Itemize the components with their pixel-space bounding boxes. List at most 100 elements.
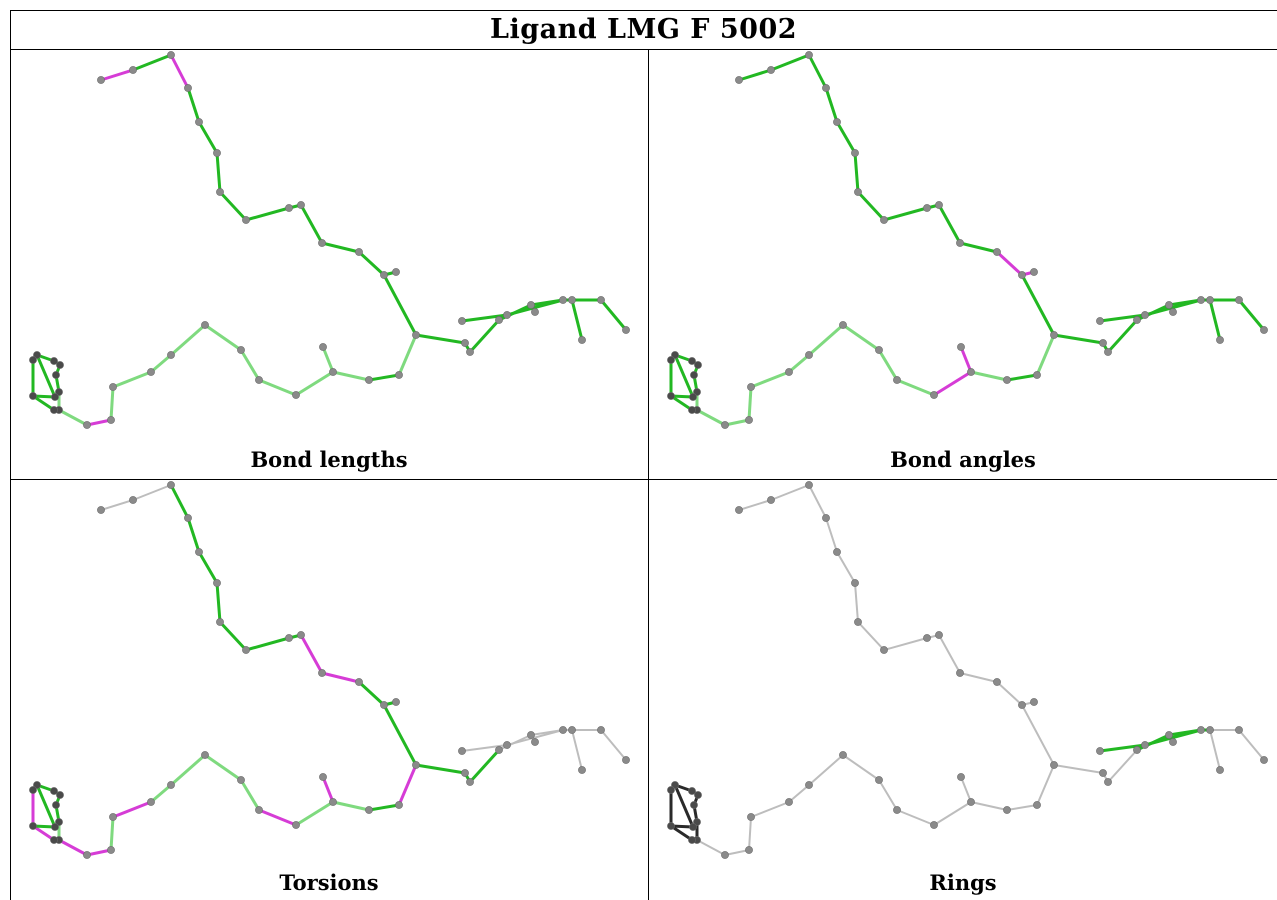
bond bbox=[571, 729, 583, 771]
atom bbox=[237, 776, 245, 784]
atom bbox=[1216, 336, 1224, 344]
atom bbox=[50, 787, 58, 795]
bond bbox=[1209, 729, 1221, 771]
bond bbox=[1143, 728, 1203, 747]
atom bbox=[1096, 747, 1104, 755]
bond bbox=[695, 408, 727, 427]
bond bbox=[1098, 743, 1147, 753]
atom bbox=[1033, 371, 1041, 379]
bond bbox=[1208, 298, 1222, 342]
atom bbox=[83, 421, 91, 429]
atom bbox=[395, 371, 403, 379]
atom bbox=[461, 769, 469, 777]
atom bbox=[329, 368, 337, 376]
bond bbox=[1036, 764, 1055, 806]
atom bbox=[559, 726, 567, 734]
atom bbox=[1104, 778, 1112, 786]
atom bbox=[1165, 731, 1173, 739]
row-divider bbox=[10, 479, 1277, 480]
atom bbox=[412, 331, 420, 339]
atom bbox=[893, 376, 901, 384]
bond bbox=[807, 53, 828, 90]
atom bbox=[466, 778, 474, 786]
atom bbox=[568, 296, 576, 304]
atom bbox=[568, 726, 576, 734]
bond bbox=[673, 353, 695, 399]
panel-rings bbox=[649, 480, 1277, 870]
atom bbox=[167, 781, 175, 789]
bond bbox=[748, 816, 752, 851]
atom bbox=[1216, 766, 1224, 774]
atom bbox=[83, 851, 91, 859]
atom bbox=[1260, 756, 1268, 764]
title-divider bbox=[10, 49, 1277, 50]
bond bbox=[882, 206, 929, 222]
bond bbox=[197, 120, 219, 155]
bond bbox=[969, 370, 1009, 382]
atom bbox=[694, 791, 702, 799]
bond bbox=[1006, 804, 1038, 811]
bond bbox=[938, 634, 961, 674]
atom bbox=[822, 514, 830, 522]
atom bbox=[29, 786, 37, 794]
atom bbox=[458, 747, 466, 755]
bond bbox=[836, 551, 856, 584]
atom bbox=[745, 846, 753, 854]
atom bbox=[109, 813, 117, 821]
bond bbox=[1053, 764, 1104, 774]
atom bbox=[107, 416, 115, 424]
bond bbox=[788, 784, 810, 803]
atom bbox=[56, 361, 64, 369]
bond bbox=[239, 348, 261, 382]
atom bbox=[805, 51, 813, 59]
bond bbox=[769, 53, 811, 72]
atom bbox=[201, 751, 209, 759]
atom bbox=[50, 836, 58, 844]
bond bbox=[468, 748, 501, 784]
bond bbox=[787, 353, 811, 374]
atom bbox=[52, 801, 60, 809]
bond bbox=[109, 815, 115, 852]
bond bbox=[31, 394, 56, 412]
bond bbox=[99, 68, 135, 82]
bond bbox=[505, 298, 565, 317]
atom bbox=[689, 823, 697, 831]
bond bbox=[841, 323, 881, 352]
molecule-bond-lengths bbox=[29, 51, 630, 429]
atom bbox=[957, 343, 965, 351]
atom bbox=[458, 317, 466, 325]
bond bbox=[215, 581, 222, 624]
atom bbox=[833, 118, 841, 126]
atom bbox=[97, 506, 105, 514]
bond bbox=[1107, 749, 1138, 783]
atom bbox=[667, 786, 675, 794]
atom bbox=[29, 356, 37, 364]
bond bbox=[461, 744, 508, 752]
bond bbox=[186, 516, 201, 554]
atom bbox=[1197, 296, 1205, 304]
atom bbox=[597, 726, 605, 734]
bond bbox=[1143, 298, 1203, 317]
atom bbox=[380, 701, 388, 709]
atom bbox=[578, 766, 586, 774]
atom bbox=[993, 678, 1001, 686]
atom bbox=[167, 51, 175, 59]
bond bbox=[1005, 373, 1039, 382]
bond bbox=[257, 808, 298, 827]
atom bbox=[1050, 331, 1058, 339]
atom bbox=[923, 634, 931, 642]
atom bbox=[495, 746, 503, 754]
atom bbox=[1206, 726, 1214, 734]
molecule-rings bbox=[667, 481, 1268, 859]
atom bbox=[503, 741, 511, 749]
bond bbox=[960, 776, 972, 803]
bond bbox=[397, 763, 418, 807]
bond bbox=[169, 53, 190, 90]
atom bbox=[297, 631, 305, 639]
atom bbox=[56, 791, 64, 799]
atom bbox=[851, 579, 859, 587]
atom bbox=[1235, 726, 1243, 734]
bond bbox=[85, 418, 113, 427]
bond bbox=[933, 801, 972, 826]
atom bbox=[195, 548, 203, 556]
